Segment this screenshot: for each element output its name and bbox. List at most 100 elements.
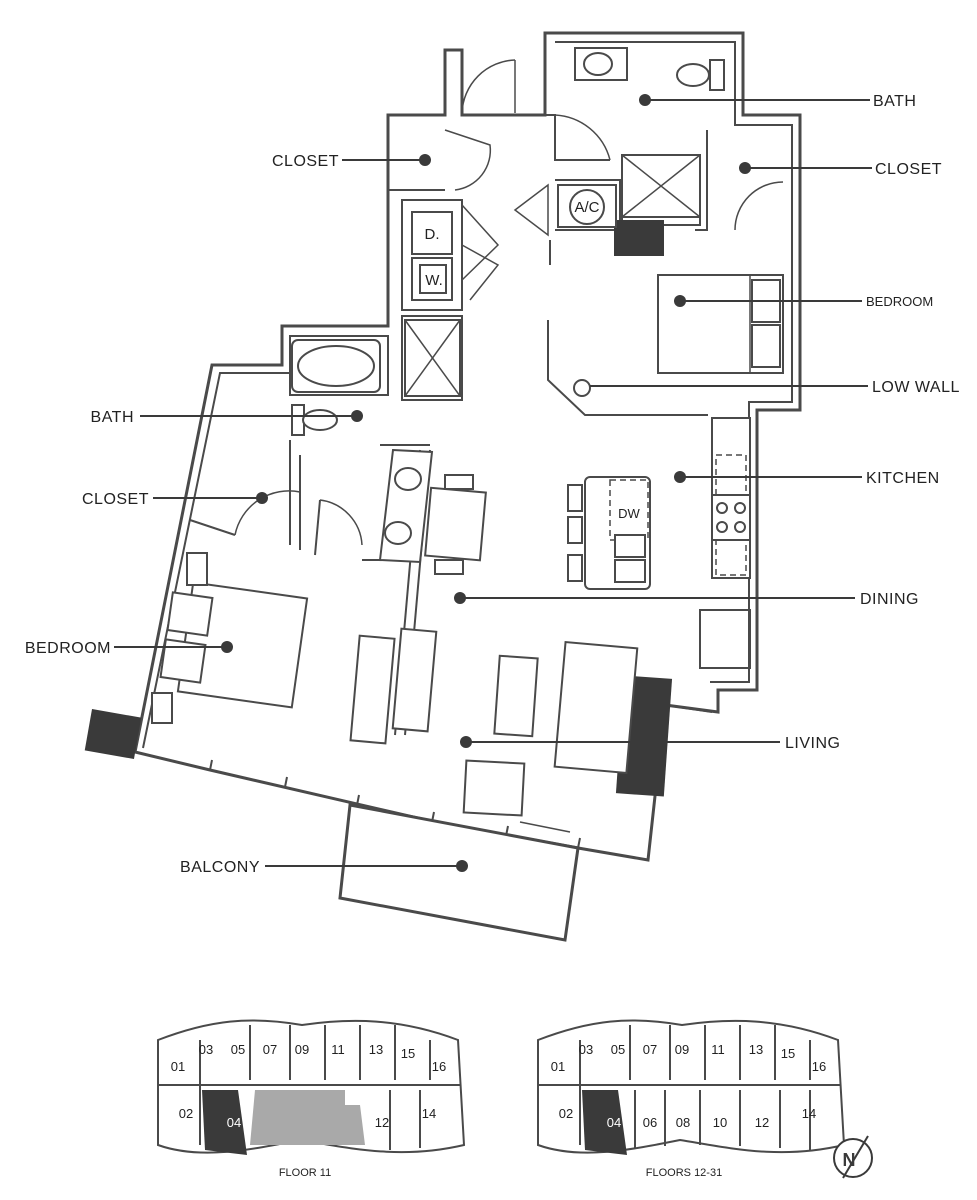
- unit-number: 14: [422, 1106, 436, 1121]
- label-dot: [739, 162, 751, 174]
- unit-number: 11: [711, 1042, 725, 1057]
- unit-number: 11: [331, 1042, 345, 1057]
- amenity-area: [250, 1090, 365, 1145]
- key-plan-caption: FLOORS 12-31: [646, 1167, 722, 1179]
- bar-stool: [567, 516, 583, 544]
- washer-label: W.: [425, 272, 443, 289]
- armchair: [462, 759, 526, 817]
- unit-number: 15: [781, 1046, 795, 1061]
- compass: N: [833, 1135, 873, 1179]
- washer-door: [419, 264, 447, 294]
- sink-icon: [384, 521, 412, 545]
- unit-number: 06: [643, 1115, 657, 1130]
- coffee-table: [493, 654, 539, 738]
- dining-table: [424, 486, 487, 562]
- burner-icon: [734, 502, 746, 514]
- label-bedroom-right: BEDROOM: [866, 294, 933, 309]
- key-plan-floors-12-31: 01 03 05 07 09 11 13 15 16 02 04 06 08 1…: [537, 1019, 846, 1179]
- label-bath-left: BATH: [91, 409, 134, 426]
- unit-number: 13: [749, 1042, 763, 1057]
- unit-highlight: [202, 1090, 247, 1155]
- label-kitchen: KITCHEN: [866, 470, 940, 487]
- label-dot: [674, 471, 686, 483]
- unit-number: 07: [643, 1042, 657, 1057]
- label-living: LIVING: [785, 735, 840, 752]
- burner-icon: [716, 521, 728, 533]
- room-labels: BATH CLOSET CLOSET BEDROOM LOW WALL BATH…: [25, 93, 960, 876]
- wardrobe: [349, 634, 396, 745]
- bar-stool: [567, 484, 583, 512]
- label-dot: [460, 736, 472, 748]
- low-wall-marker: [573, 379, 591, 397]
- dryer: [411, 211, 453, 255]
- dishwasher-outline: [609, 479, 649, 541]
- unit-number: 05: [611, 1042, 625, 1057]
- ac-label: A/C: [574, 199, 599, 216]
- sink-icon: [583, 52, 613, 76]
- label-balcony: BALCONY: [180, 859, 260, 876]
- ac-unit: [569, 189, 605, 225]
- sofa: [553, 641, 639, 774]
- unit-number: 02: [179, 1106, 193, 1121]
- nightstand: [151, 692, 173, 724]
- unit-number: 01: [171, 1059, 185, 1074]
- unit-number: 16: [432, 1059, 446, 1074]
- burner-icon: [716, 502, 728, 514]
- unit-number-highlighted: 04: [607, 1115, 621, 1130]
- label-dot: [454, 592, 466, 604]
- label-dot: [256, 492, 268, 504]
- unit-number: 08: [676, 1115, 690, 1130]
- structural-column: [614, 220, 664, 256]
- unit-number: 15: [401, 1046, 415, 1061]
- key-plan-caption: FLOOR 11: [279, 1167, 331, 1179]
- toilet-icon: [676, 63, 710, 87]
- label-dot: [419, 154, 431, 166]
- dining-chair: [444, 474, 474, 490]
- toilet-icon: [302, 409, 338, 431]
- pillow: [751, 324, 781, 368]
- unit-number: 02: [559, 1106, 573, 1121]
- label-closet-right: CLOSET: [875, 161, 942, 178]
- sink-icon: [614, 534, 646, 558]
- unit-number: 12: [755, 1115, 769, 1130]
- unit-number-highlighted: 04: [227, 1115, 241, 1130]
- key-plan-floor-11: 01 03 05 07 09 11 13 15 16 02 04 12 14 F…: [157, 1019, 466, 1179]
- label-dot: [639, 94, 651, 106]
- unit-number: 12: [375, 1115, 389, 1130]
- unit-number: 09: [295, 1042, 309, 1057]
- unit-number: 03: [199, 1042, 213, 1057]
- wardrobe: [391, 627, 438, 733]
- compass-icon: [833, 1138, 873, 1178]
- toilet-tank: [709, 59, 725, 91]
- pillow: [166, 591, 214, 637]
- tub-basin: [297, 345, 375, 387]
- slider-arrow: [519, 821, 571, 833]
- fixtures: A/C D. W. DW: [84, 47, 784, 942]
- pillow: [159, 638, 207, 684]
- burner-icon: [734, 521, 746, 533]
- label-dot: [674, 295, 686, 307]
- label-bath-top: BATH: [873, 93, 916, 110]
- label-closet-left: CLOSET: [272, 153, 339, 170]
- label-dot: [351, 410, 363, 422]
- dishwasher-label: DW: [618, 506, 640, 521]
- unit-number: 07: [263, 1042, 277, 1057]
- label-closet-lower: CLOSET: [82, 491, 149, 508]
- sink-icon: [394, 467, 422, 491]
- bar-stool: [567, 554, 583, 582]
- label-dot: [221, 641, 233, 653]
- unit-number: 14: [802, 1106, 816, 1121]
- structural-column: [84, 708, 142, 760]
- unit-number: 01: [551, 1059, 565, 1074]
- sink-icon: [614, 559, 646, 583]
- label-low-wall: LOW WALL: [872, 379, 960, 396]
- north-label: N: [843, 1150, 856, 1170]
- nightstand: [186, 552, 208, 586]
- dining-chair: [434, 559, 464, 575]
- label-dining: DINING: [860, 591, 919, 608]
- label-dot: [456, 860, 468, 872]
- dryer-label: D.: [425, 226, 440, 243]
- cooktop: [711, 494, 751, 541]
- unit-number: 13: [369, 1042, 383, 1057]
